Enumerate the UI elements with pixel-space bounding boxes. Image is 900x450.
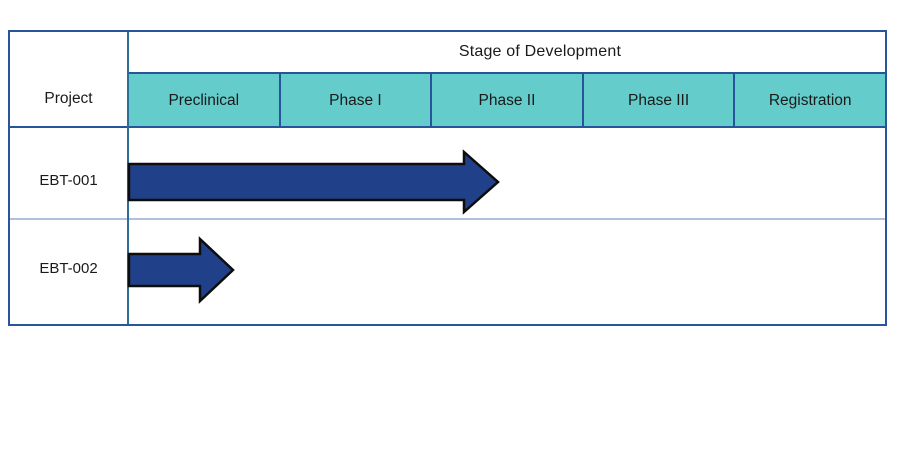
stage-header-row: Preclinical Phase I Phase II Phase III R… [129, 72, 885, 128]
project-header-label: Project [44, 90, 93, 107]
pipeline-arrows-layer [127, 149, 500, 304]
stage-label: Phase I [329, 92, 382, 109]
progress-arrow-ebt-001 [127, 149, 500, 215]
project-row-label-ebt-001: EBT-001 [39, 171, 98, 189]
stage-of-development-table: Stage of Development Project Preclinical… [8, 30, 887, 326]
stage-header-cell-registration: Registration [733, 74, 885, 128]
header-bottom-border [10, 126, 885, 128]
stage-label: Registration [768, 92, 852, 109]
stage-label: Phase II [478, 92, 536, 109]
stage-label: Phase III [627, 92, 690, 109]
progress-arrow-ebt-002 [127, 236, 235, 304]
stage-header-cell-phase-3: Phase III [581, 74, 734, 128]
project-row-label-ebt-002: EBT-002 [39, 259, 98, 277]
project-column-header-cell: Project [10, 72, 127, 126]
row-divider [10, 218, 885, 220]
stage-header-cell-phase-2: Phase II [430, 74, 582, 128]
stage-of-development-header-cell: Stage of Development [129, 32, 885, 72]
stage-header-cell-phase-1: Phase I [278, 74, 431, 128]
stage-label: Preclinical [168, 92, 240, 109]
stage-header-cell-preclinical: Preclinical [129, 74, 279, 128]
group-header-label: Stage of Development [458, 43, 622, 60]
